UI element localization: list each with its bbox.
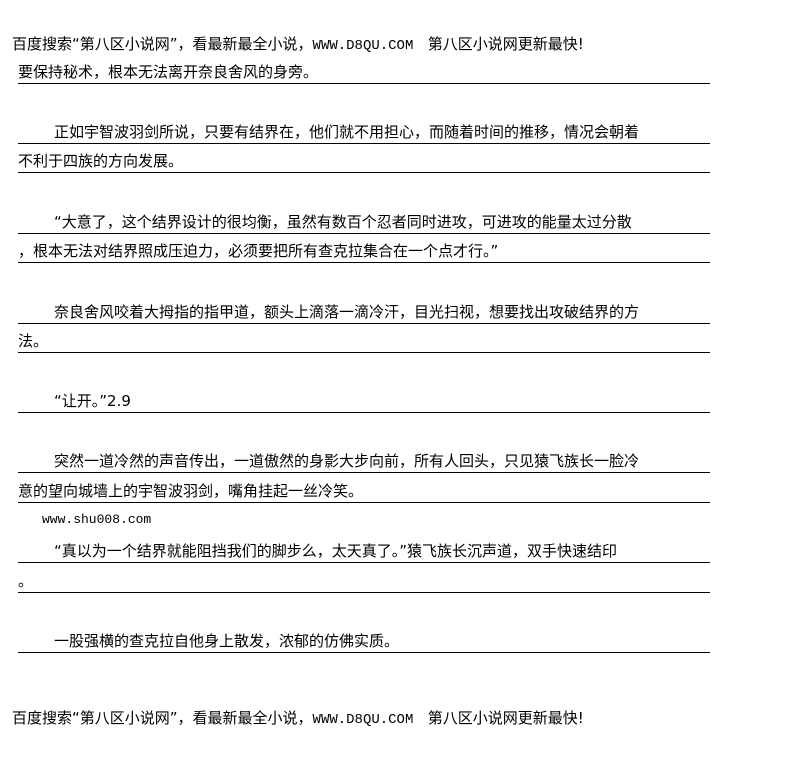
text-line: 奈良舍风咬着大拇指的指甲道，额头上滴落一滴冷汗，目光扫视，想要找出攻破结界的方 [18, 302, 710, 324]
text-line: ，根本无法对结界照成压迫力，必须要把所有查克拉集合在一个点才行。” [18, 241, 710, 263]
header-tail: 第八区小说网更新最快! [427, 35, 584, 53]
text-line: 不利于四族的方向发展。 [18, 151, 710, 173]
text-line: 正如宇智波羽剑所说，只要有结界在，他们就不用担心，而随着时间的推移，情况会朝着 [18, 122, 710, 144]
text-line: 要保持秘术，根本无法离开奈良舍风的身旁。 [18, 62, 710, 84]
text-line: 法。 [18, 331, 710, 353]
text-line: 意的望向城墙上的宇智波羽剑，嘴角挂起一丝冷笑。 [18, 481, 710, 503]
footer-url[interactable]: WWW.D8QU.COM [312, 712, 414, 728]
header-text: 百度搜索“第八区小说网”，看最新最全小说， [12, 35, 313, 53]
text-line: “大意了，这个结界设计的很均衡，虽然有数百个忍者同时进攻，可进攻的能量太过分散 [18, 212, 710, 234]
footer-tail: 第八区小说网更新最快! [427, 709, 584, 727]
footer-banner: 百度搜索“第八区小说网”，看最新最全小说，WWW.D8QU.COM 第八区小说网… [12, 707, 584, 728]
text-line: “真以为一个结界就能阻挡我们的脚步么，太天真了。”猿飞族长沉声道，双手快速结印 [18, 541, 710, 563]
text-line: 突然一道冷然的声音传出，一道傲然的身影大步向前，所有人回头，只见猿飞族长一脸冷 [18, 451, 710, 473]
footer-text: 百度搜索“第八区小说网”，看最新最全小说， [12, 709, 313, 727]
header-banner: 百度搜索“第八区小说网”，看最新最全小说，WWW.D8QU.COM 第八区小说网… [12, 33, 584, 54]
header-url[interactable]: WWW.D8QU.COM [312, 38, 414, 54]
text-line: 一股强横的查克拉自他身上散发，浓郁的仿佛实质。 [18, 631, 710, 653]
text-line: 。 [18, 571, 710, 593]
site-note: www.shu008.com [42, 512, 152, 527]
text-line: “让开。”2.9 [18, 391, 710, 413]
